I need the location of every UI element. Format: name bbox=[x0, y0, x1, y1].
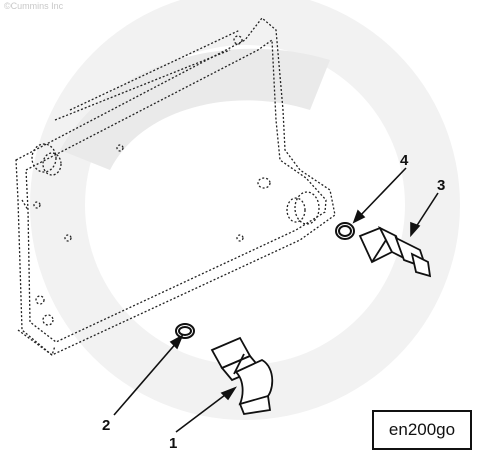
copyright-text: ©Cummins Inc bbox=[4, 1, 64, 11]
callout-2: 2 bbox=[102, 417, 110, 434]
callout-leaders bbox=[113, 167, 439, 433]
callout-3: 3 bbox=[437, 177, 445, 194]
o-ring-4 bbox=[335, 222, 355, 240]
callout-1: 1 bbox=[169, 435, 177, 452]
o-ring-2 bbox=[175, 323, 195, 339]
mounting-plate bbox=[15, 17, 336, 357]
straight-fitting-3 bbox=[358, 225, 432, 278]
figure-id-label: en200go bbox=[372, 410, 472, 450]
elbow-fitting-1 bbox=[210, 336, 274, 415]
plate-details bbox=[31, 29, 320, 326]
callout-4: 4 bbox=[400, 152, 409, 169]
